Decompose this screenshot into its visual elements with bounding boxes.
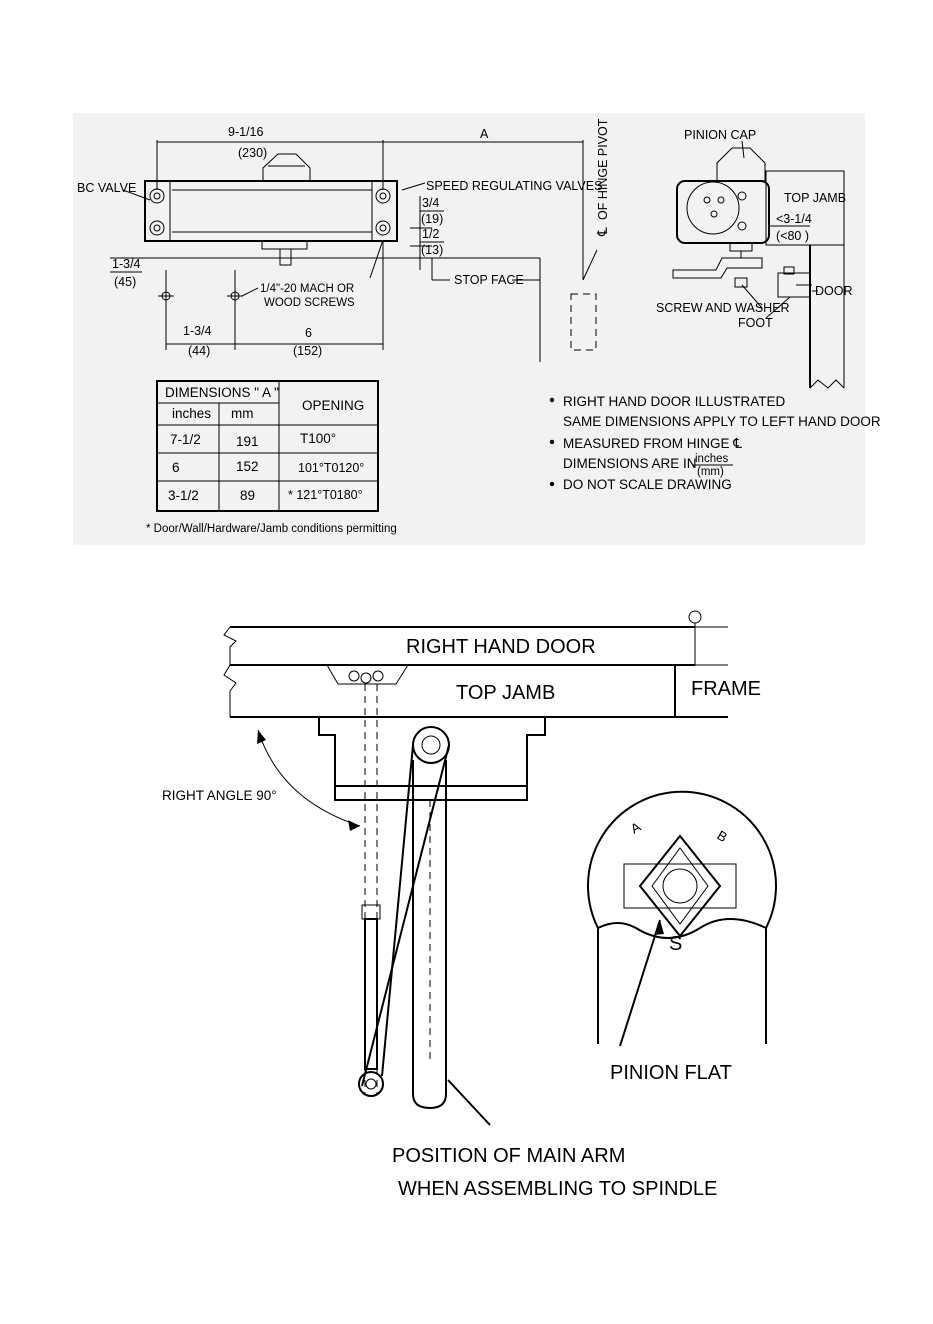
dim-9-1-16: 9-1/16 (228, 125, 263, 139)
col-mm: mm (231, 406, 254, 421)
dim-230: (230) (238, 146, 267, 160)
pinion-detail: A B (587, 790, 777, 1047)
bottom-labels: RIGHT HAND DOOR TOP JAMB FRAME RIGHT ANG… (162, 636, 761, 1200)
screws-label-2: WOOD SCREWS (264, 297, 355, 309)
table-cell: 191 (236, 434, 259, 449)
dim-44: (44) (188, 344, 210, 358)
table-cell: 3-1/2 (168, 488, 199, 503)
right-angle-label: RIGHT ANGLE 90° (162, 788, 277, 803)
main-arm-label-2: WHEN ASSEMBLING TO SPINDLE (398, 1178, 717, 1200)
closer-body (144, 153, 398, 266)
dim-13: (13) (421, 243, 443, 257)
table-cell: 6 (172, 460, 180, 475)
letter-s: S (669, 933, 682, 955)
note-2-numerator: inches (695, 453, 728, 465)
screw-washer-label: SCREW AND WASHER (656, 301, 790, 315)
foot-label: FOOT (738, 316, 773, 330)
note-2-denominator: (mm) (697, 466, 724, 478)
notes: RIGHT HAND DOOR ILLUSTRATED SAME DIMENSI… (549, 394, 881, 492)
top-jamb-label-small: TOP JAMB (784, 191, 846, 205)
dimensions-table: DIMENSIONS " A " inches mm OPENING 7-1/2… (146, 380, 397, 535)
main-arm-label-1: POSITION OF MAIN ARM (392, 1145, 625, 1167)
bc-valve-label: BC VALVE (77, 181, 136, 195)
col-opening: OPENING (302, 398, 364, 413)
pinion-flat-label: PINION FLAT (610, 1062, 732, 1084)
dimension-lines (110, 140, 598, 362)
pinion-mark-b: B (715, 828, 730, 845)
pinion-cap-label: PINION CAP (684, 128, 756, 142)
dim-a: A (480, 127, 489, 141)
top-panel-background (73, 113, 865, 545)
table-cell: 101°T0120° (298, 461, 364, 475)
table-cell: 7-1/2 (170, 432, 201, 447)
dim-45: (45) (114, 275, 136, 289)
frame-label: FRAME (691, 678, 761, 700)
note-2a: MEASURED FROM HINGE ℄ (563, 436, 742, 451)
table-cell: T100° (300, 431, 336, 446)
door-label: DOOR (815, 284, 853, 298)
dim-6: 6 (305, 326, 312, 340)
note-2b: DIMENSIONS ARE IN (563, 456, 697, 471)
speed-valves-label: SPEED REGULATING VALVES (426, 179, 602, 193)
centerline-symbol: ℄ (595, 227, 610, 237)
right-hand-door-label: RIGHT HAND DOOR (406, 636, 596, 658)
note-3: DO NOT SCALE DRAWING (563, 477, 732, 492)
stop-face-label: STOP FACE (454, 273, 524, 287)
bottom-assembly (223, 610, 728, 1126)
table-footnote: * Door/Wall/Hardware/Jamb conditions per… (146, 523, 397, 535)
table-cell: 89 (240, 488, 255, 503)
dim-152: (152) (293, 344, 322, 358)
note-1a: RIGHT HAND DOOR ILLUSTRATED (563, 394, 786, 409)
screws-label-1: 1/4"-20 MACH OR (260, 283, 354, 295)
side-view (672, 140, 845, 389)
dim-1-3-4-b: 1-3/4 (183, 324, 212, 338)
table-cell: * 121°T0180° (288, 488, 363, 502)
dim-3-4: 3/4 (422, 196, 439, 210)
dim-3-1-4: <3-1/4 (776, 212, 812, 226)
top-jamb-label: TOP JAMB (456, 682, 555, 704)
hinge-pivot-label: OF HINGE PIVOT (596, 118, 610, 220)
side-view-labels: PINION CAP TOP JAMB <3-1/4 (<80 ) DOOR S… (656, 128, 853, 330)
note-1b: SAME DIMENSIONS APPLY TO LEFT HAND DOOR (563, 414, 881, 429)
pinion-mark-a: A (628, 819, 643, 836)
table-cell: 152 (236, 459, 259, 474)
top-dimension-labels: 9-1/16 (230) A BC VALVE SPEED REGULATING… (77, 118, 610, 358)
dim-1-2: 1/2 (422, 227, 439, 241)
dim-19: (19) (421, 212, 443, 226)
dim-80: (<80 ) (776, 229, 809, 243)
col-inches: inches (172, 406, 211, 421)
dim-1-3-4: 1-3/4 (112, 257, 141, 271)
table-header: DIMENSIONS " A " (165, 385, 279, 400)
